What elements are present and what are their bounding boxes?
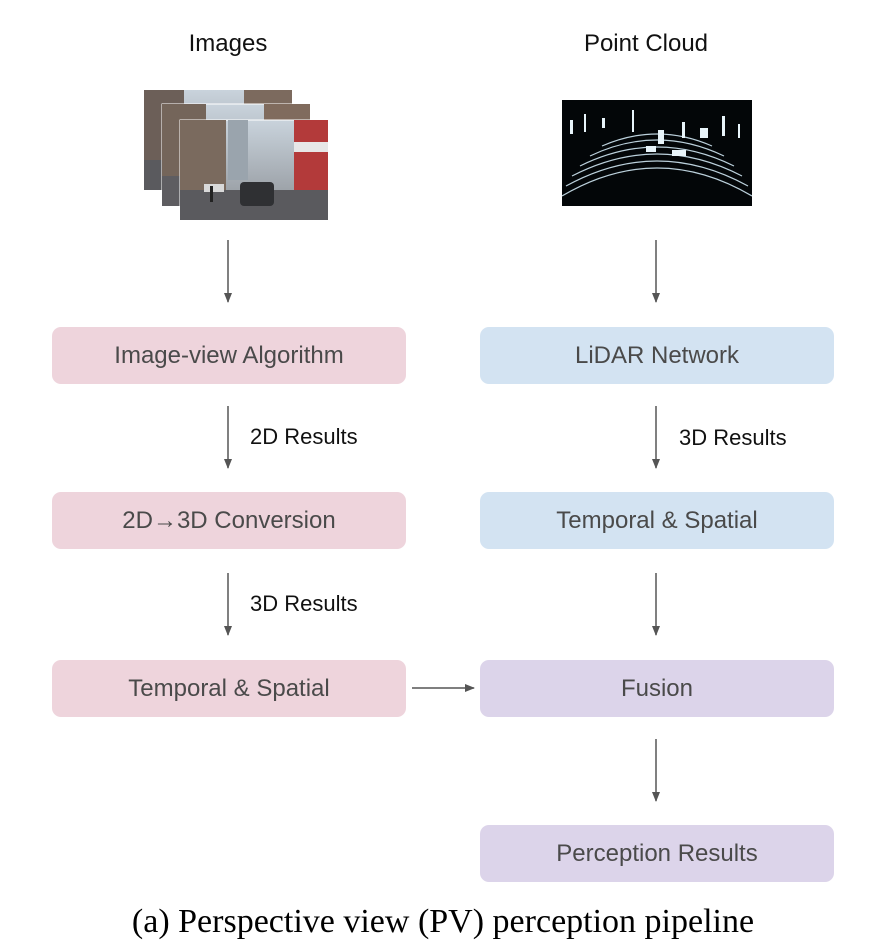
figure-caption: (a) Perspective view (PV) perception pip…	[131, 903, 755, 940]
lidar-network-box: LiDAR Network	[480, 327, 834, 384]
lidar-network-label: LiDAR Network	[574, 341, 740, 369]
fusion-label: Fusion	[620, 674, 694, 702]
2d-3d-conversion-label: 2D→3D Conversion	[122, 506, 336, 534]
fusion-box: Fusion	[480, 660, 834, 717]
temporal-spatial-box-right: Temporal & Spatial	[480, 492, 834, 549]
image-view-algorithm-box: Image-view Algorithm	[52, 327, 406, 384]
perception-results-box: Perception Results	[480, 825, 834, 882]
edge-label-2d-results: 2D Results	[250, 424, 358, 449]
edge-label-3d-results-left: 3D Results	[250, 591, 358, 616]
images-header: Images	[188, 30, 268, 57]
temporal-spatial-box-left: Temporal & Spatial	[52, 660, 406, 717]
temporal-spatial-label-left: Temporal & Spatial	[128, 674, 330, 702]
edge-label-3d-results-right: 3D Results	[679, 425, 787, 450]
point-cloud-header: Point Cloud	[583, 30, 709, 57]
image-view-algorithm-label: Image-view Algorithm	[114, 341, 344, 369]
camera-frame-front	[179, 119, 329, 221]
perception-results-label: Perception Results	[556, 839, 758, 867]
camera-images-thumbnail	[144, 90, 330, 222]
point-cloud-thumbnail	[562, 100, 752, 206]
2d-3d-conversion-box: 2D→3D Conversion	[52, 492, 406, 549]
temporal-spatial-label-right: Temporal & Spatial	[556, 506, 758, 534]
